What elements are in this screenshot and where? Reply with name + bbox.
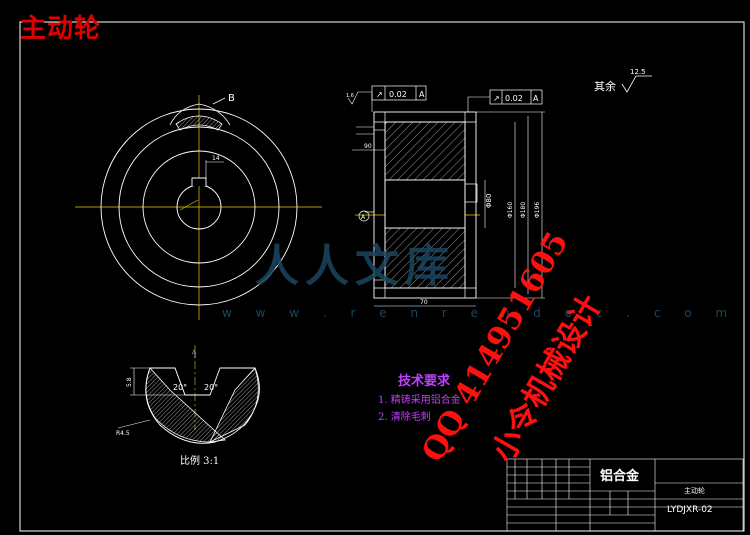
svg-text:△: △ [192, 349, 196, 355]
groove-profile [150, 367, 255, 396]
svg-text:Φ196: Φ196 [534, 202, 541, 218]
keyway [191, 177, 207, 186]
drawing-number-text: LYDJXR-02 [667, 505, 713, 515]
detail-view: 20° 20° 5.8 R4.5 比例 3:1 △ [116, 345, 260, 467]
part-name-text: 主动轮 [684, 486, 705, 495]
groove-right-hatch [209, 367, 259, 443]
bore-dim: Φ80 [485, 194, 493, 208]
tech-requirements-title: 技术要求 [398, 374, 451, 389]
watermark-logo: 人人文库 [255, 241, 455, 292]
tech-requirement-1: 1. 精铸采用铝合金 [378, 395, 461, 406]
angle-left: 20° [173, 383, 187, 392]
svg-text:Φ180: Φ180 [520, 202, 527, 218]
svg-text:A: A [361, 214, 366, 221]
drawing-border [19, 21, 745, 532]
front-view: B 14 [75, 93, 322, 320]
svg-text:0.02: 0.02 [505, 94, 523, 103]
outer-circle [100, 108, 298, 306]
roughness-note: 其余 12.5 [594, 68, 652, 93]
page-title: 主动轮 [20, 14, 102, 44]
hub-circle [142, 150, 256, 264]
title-block [506, 458, 744, 532]
width-dim: 70 [420, 299, 428, 306]
groove-left-hatch [145, 367, 226, 443]
roughness-symbol [347, 91, 372, 105]
hub-upper [384, 121, 466, 181]
svg-text:A: A [533, 94, 539, 103]
partial-section-b [175, 115, 223, 131]
keyway-dim-text: 14 [212, 155, 220, 162]
material-text: 铝合金 [600, 468, 640, 484]
detail-marker-b: B [228, 93, 235, 104]
svg-text:1.6: 1.6 [346, 93, 354, 99]
scale-label: 比例 3:1 [180, 454, 219, 467]
rim-outline [373, 111, 477, 299]
svg-text:0.02: 0.02 [389, 90, 407, 99]
svg-text:↗: ↗ [376, 90, 383, 99]
tech-requirement-2: 2. 清除毛刺 [378, 412, 431, 423]
svg-text:A: A [419, 90, 425, 99]
svg-text:Φ160: Φ160 [507, 202, 514, 218]
section-view: ↗ 0.02 A ↗ 0.02 A 1.6 90 Φ80 Φ160 Φ180 Φ… [346, 85, 545, 307]
left-dim: 90 [364, 143, 372, 150]
leader-b [212, 97, 226, 105]
depth-dim: 5.8 [126, 377, 133, 387]
bore-region [384, 179, 466, 229]
watermark-url: w w w . r e n r e n d o c . c o m [222, 306, 738, 320]
svg-text:↗: ↗ [493, 94, 500, 103]
svg-text:其余: 其余 [594, 79, 616, 93]
angle-right: 20° [204, 383, 218, 392]
svg-text:12.5: 12.5 [630, 68, 646, 76]
title-block-small-text [509, 486, 510, 490]
radius-dim: R4.5 [116, 430, 130, 437]
datum-symbol [358, 210, 370, 222]
rim-circle [118, 126, 280, 288]
section-break-line [169, 103, 231, 126]
